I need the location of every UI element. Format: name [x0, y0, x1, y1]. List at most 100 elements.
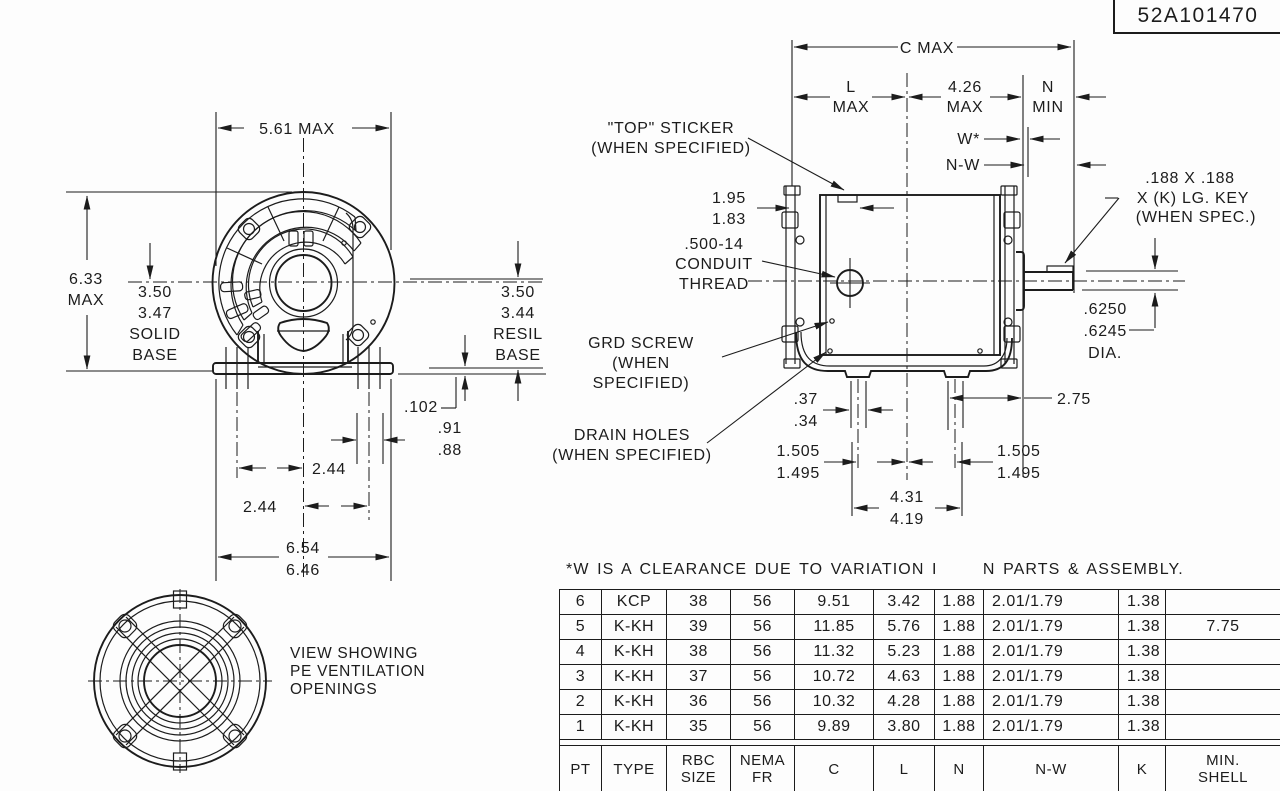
table-header-cell: RBC SIZE [666, 745, 731, 791]
table-cell: 37 [666, 664, 731, 690]
table-cell: 2.01/1.79 [983, 714, 1119, 740]
side-view-dimensions: C MAX L MAX 4.26 MAX N MIN W* N-W "TOP" … [552, 40, 1256, 528]
table-cell [1165, 714, 1280, 740]
label-key-3: (WHEN SPEC.) [1136, 209, 1256, 226]
rear-view-caption-1: VIEW SHOWING [290, 645, 418, 662]
table-header-cell: PT [559, 745, 602, 791]
table-cell: 2 [559, 689, 602, 715]
dim-l-2: MAX [833, 99, 870, 116]
table-cell: 1.88 [934, 664, 984, 690]
table-cell: 7.75 [1165, 614, 1280, 640]
table-cell: 3 [559, 664, 602, 690]
dim-l1505-1: 1.505 [776, 443, 820, 460]
dim-r1505-1: 1.505 [997, 443, 1041, 460]
dim-w: W* [957, 131, 980, 148]
front-view-dimensions: 5.61 MAX 6.33 MAX 3.50 3.47 SOLID BASE 3… [66, 112, 546, 581]
table-cell: 1.38 [1118, 689, 1166, 715]
drain-hole-right [977, 348, 983, 354]
table-cell: 10.32 [794, 689, 874, 715]
dim-sticker-1: 1.95 [712, 190, 746, 207]
table-header-cell: C [794, 745, 874, 791]
dim-solid-2: 3.47 [138, 305, 172, 322]
dim-426-2: MAX [947, 99, 984, 116]
label-grd-3: SPECIFIED) [593, 375, 690, 392]
table-cell: 1.38 [1118, 639, 1166, 665]
label-top-sticker-1: "TOP" STICKER [608, 120, 735, 137]
side-view-drawing [748, 185, 1185, 378]
dim-solid-3: SOLID [129, 326, 181, 343]
label-grd-1: GRD SCREW [588, 335, 694, 352]
table-cell: 1.88 [934, 689, 984, 715]
dim-resil-4: BASE [495, 347, 541, 364]
label-grd-2: (WHEN [612, 355, 670, 372]
table-cell: 6 [559, 589, 602, 615]
dim-gap: .102 [404, 399, 438, 416]
table-cell: 38 [666, 589, 731, 615]
dim-slot-2: .88 [438, 442, 462, 459]
table-cell: KCP [601, 589, 667, 615]
dim-dia-2: .6245 [1083, 323, 1127, 340]
table-cell: 11.32 [794, 639, 874, 665]
table-header-cell: MIN. SHELL [1165, 745, 1280, 791]
table-cell: 9.51 [794, 589, 874, 615]
front-bolt-pads [237, 215, 372, 349]
rear-view-caption-3: OPENINGS [290, 681, 377, 698]
table-cell: 4 [559, 639, 602, 665]
dim-span-2: 4.19 [890, 511, 924, 528]
title-block: 52A101470 [1113, 0, 1280, 34]
dim-nmin-2: MIN [1032, 99, 1063, 116]
front-view-drawing [128, 138, 546, 578]
table-cell: 3.80 [873, 714, 935, 740]
table-cell: 1.38 [1118, 664, 1166, 690]
table-cell [1165, 689, 1280, 715]
dim-r1505-2: 1.495 [997, 465, 1041, 482]
dim-l1505-2: 1.495 [776, 465, 820, 482]
dim-resil-2: 3.44 [501, 305, 535, 322]
table-cell: 2.01/1.79 [983, 589, 1119, 615]
table-cell: 5 [559, 614, 602, 640]
dim-drainw-2: .34 [794, 413, 818, 430]
dim-hole-right: 2.44 [243, 499, 277, 516]
dim-solid-4: BASE [132, 347, 178, 364]
label-conduit-1: .500-14 [684, 236, 743, 253]
dim-dia-1: .6250 [1083, 301, 1127, 318]
table-cell: K-KH [601, 689, 667, 715]
table-cell: 1.38 [1118, 614, 1166, 640]
table-cell: 10.72 [794, 664, 874, 690]
table-cell: K-KH [601, 614, 667, 640]
dim-drainw-1: .37 [794, 391, 818, 408]
table-cell: 2.01/1.79 [983, 614, 1119, 640]
table-cell: 11.85 [794, 614, 874, 640]
table-cell: 3.42 [873, 589, 935, 615]
table-cell: 1.38 [1118, 589, 1166, 615]
dim-resil-1: 3.50 [501, 284, 535, 301]
table-cell: 1.88 [934, 639, 984, 665]
table-cell: 36 [666, 689, 731, 715]
table-header-cell: K [1118, 745, 1166, 791]
table-cell: 1.88 [934, 614, 984, 640]
drain-hole-left [827, 348, 833, 354]
label-conduit-3: THREAD [679, 276, 749, 293]
table-header-cell: L [873, 745, 935, 791]
dim-nmin-1: N [1042, 79, 1054, 96]
label-drain-2: (WHEN SPECIFIED) [552, 447, 712, 464]
table-cell: 56 [730, 714, 795, 740]
shaft-key [1046, 265, 1074, 273]
table-cell: K-KH [601, 714, 667, 740]
table-cell: 56 [730, 689, 795, 715]
table-cell: 2.01/1.79 [983, 664, 1119, 690]
grd-screw-hole [829, 318, 835, 324]
table-cell: 1 [559, 714, 602, 740]
dim-height-value: 6.33 [69, 271, 103, 288]
table-cell: K-KH [601, 639, 667, 665]
rear-view-drawing: VIEW SHOWING PE VENTILATION OPENINGS [88, 589, 425, 773]
dim-l-1: L [846, 79, 856, 96]
table-cell: 9.89 [794, 714, 874, 740]
table-cell: 56 [730, 664, 795, 690]
dim-c-max: C MAX [900, 40, 954, 57]
